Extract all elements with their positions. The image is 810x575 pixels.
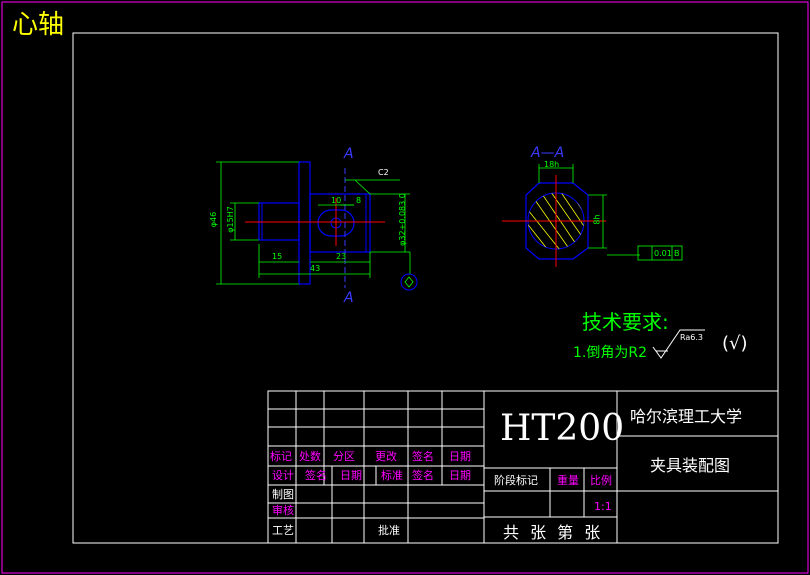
tb-approve: 批准	[378, 524, 400, 537]
tb-standard: 标准	[381, 469, 403, 482]
dim-len15: 15	[272, 252, 283, 261]
tb-stage: 阶段标记	[494, 474, 538, 487]
tb-sign: 签名	[412, 450, 434, 463]
dim-len10: 10	[331, 196, 342, 205]
drawing-name: 夹具装配图	[650, 456, 731, 475]
section-mark-top: A	[344, 146, 354, 162]
drawing-title: 心轴	[12, 10, 65, 40]
tb-design-sign: 签名	[305, 469, 327, 482]
dim-len43: 43	[310, 264, 321, 273]
tb-std-sign: 签名	[412, 469, 434, 482]
tb-drawn: 制图	[272, 488, 294, 501]
dim-sec8: 8h	[592, 214, 602, 225]
dim-len8: 8	[356, 196, 362, 205]
tb-zone: 分区	[333, 450, 355, 463]
dim-sec18: 18h	[544, 160, 560, 169]
section-mark-bottom: A	[344, 290, 354, 306]
tb-change: 更改	[375, 450, 397, 463]
section-outline	[525, 182, 589, 260]
section-view-title: A—A	[531, 145, 565, 161]
title-block-grid	[267, 390, 779, 544]
sheet-count: 共 张 第 张	[503, 523, 604, 542]
school-name: 哈尔滨理工大学	[630, 407, 743, 426]
right-body	[309, 193, 371, 253]
roughness-check: (√)	[722, 333, 748, 354]
roughness-value: Ra6.3	[680, 333, 704, 342]
roughness-symbol	[652, 329, 705, 359]
tb-date: 日期	[449, 450, 471, 463]
tb-mark: 标记	[270, 450, 292, 463]
material: HT200	[500, 408, 625, 449]
dim-d15: φ15H7	[225, 206, 235, 233]
tech-requirement-1: 1.倒角为R2	[573, 345, 647, 361]
tech-requirements-title: 技术要求:	[582, 310, 669, 334]
dim-chamfer: C2	[378, 168, 389, 177]
dim-d32: φ32+0.083 0	[397, 193, 407, 246]
tolerance-value: 0.01	[654, 249, 672, 258]
flange	[298, 161, 311, 285]
section-view	[502, 164, 683, 267]
dim-d46: φ46	[209, 211, 219, 228]
front-view	[216, 161, 418, 291]
dim-len23: 23	[336, 252, 347, 261]
tb-review: 审核	[272, 504, 294, 517]
tb-scale: 1:1	[594, 500, 612, 513]
tb-design-date: 日期	[340, 469, 362, 482]
tb-std-date: 日期	[449, 469, 471, 482]
tb-process: 工艺	[272, 524, 294, 537]
tb-count: 处数	[299, 450, 321, 463]
tb-weight: 重量	[557, 474, 579, 487]
datum-label: B	[674, 249, 680, 258]
tb-scale-label: 比例	[590, 474, 612, 487]
tb-design: 设计	[272, 469, 294, 482]
